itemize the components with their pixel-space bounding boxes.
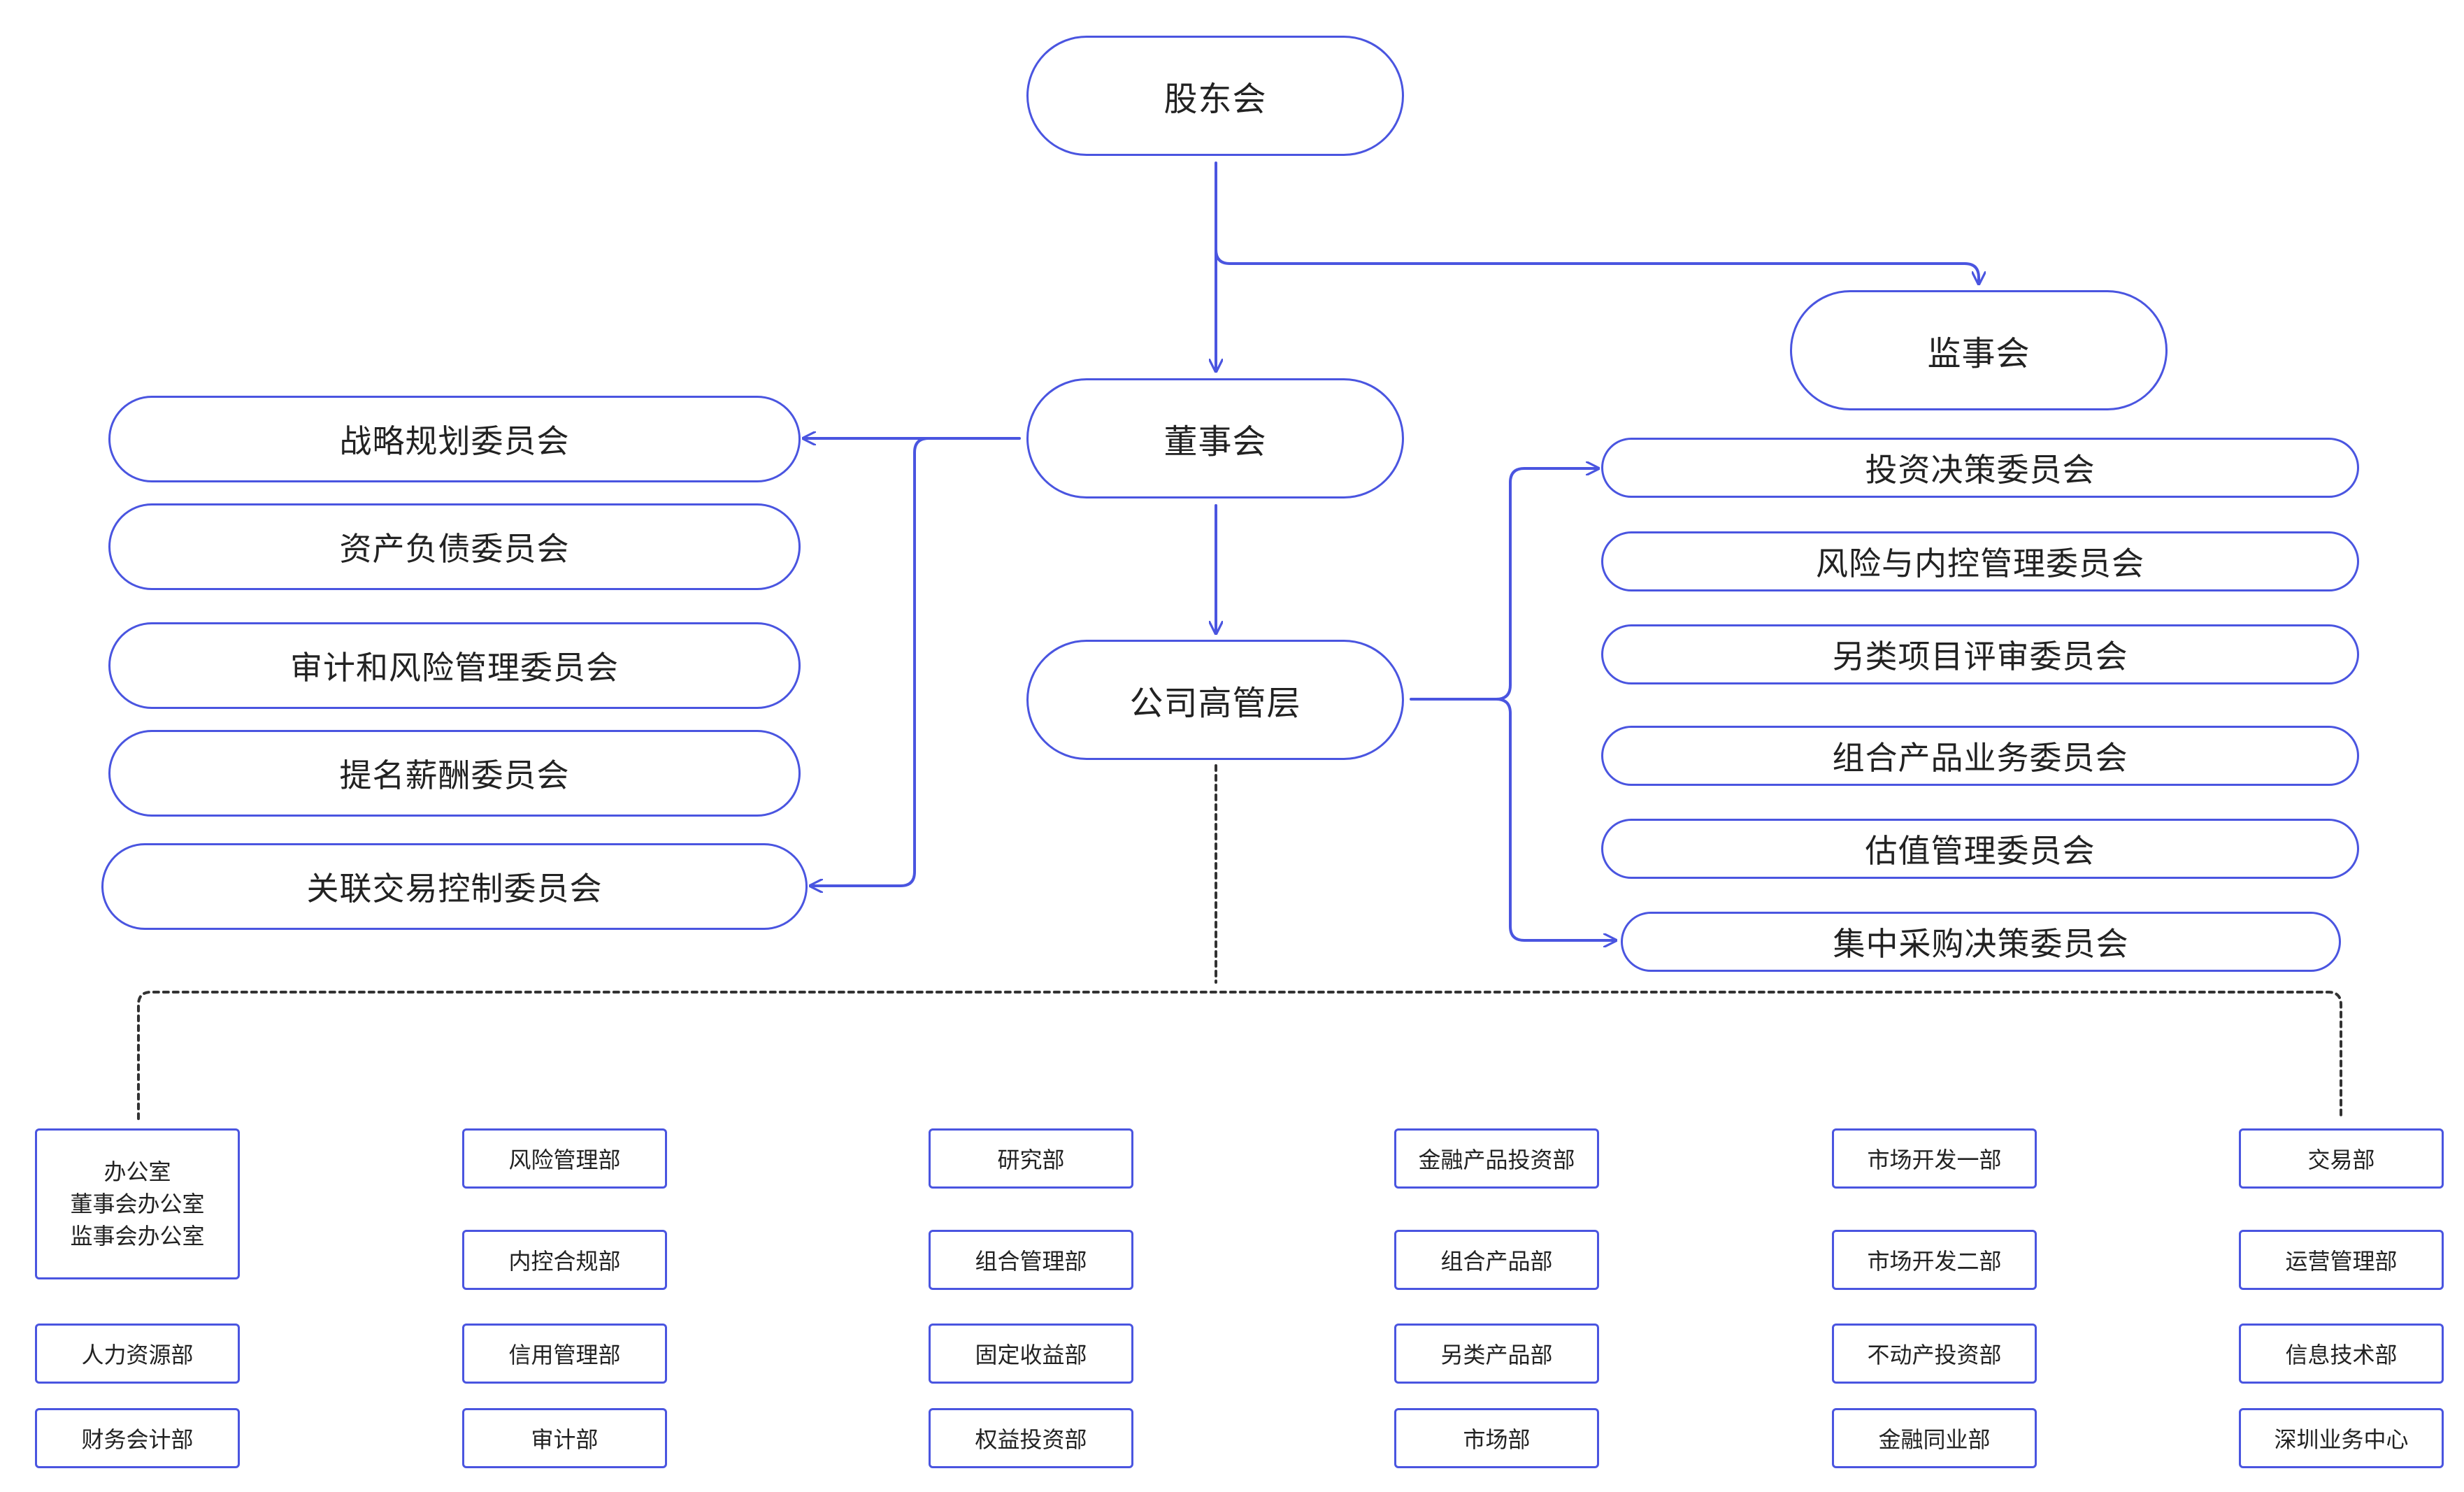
dept-compliance: 内控合规部 [462,1230,667,1290]
mgmt-committee-portfolio-business: 组合产品业务委员会 [1601,726,2359,786]
dept-operations: 运营管理部 [2239,1230,2444,1290]
dept-market-dev-1: 市场开发一部 [1832,1128,2037,1189]
dept-alternative-products: 另类产品部 [1394,1324,1599,1384]
dept-risk: 风险管理部 [462,1128,667,1189]
dept-office: 办公室 董事会办公室 监事会办公室 [35,1128,240,1279]
dept-market: 市场部 [1394,1408,1599,1468]
dept-portfolio-mgmt: 组合管理部 [929,1230,1133,1290]
dept-office-line-2: 董事会办公室 [70,1191,205,1217]
dept-trading: 交易部 [2239,1128,2444,1189]
management-node: 公司高管层 [1026,640,1404,760]
dept-shenzhen-center: 深圳业务中心 [2239,1408,2444,1468]
mgmt-committee-valuation: 估值管理委员会 [1601,819,2359,879]
dept-credit: 信用管理部 [462,1324,667,1384]
dept-audit: 审计部 [462,1408,667,1468]
mgmt-committee-alternative-review: 另类项目评审委员会 [1601,624,2359,684]
dept-it: 信息技术部 [2239,1324,2444,1384]
dept-office-line-1: 办公室 [103,1159,171,1185]
dept-portfolio-products: 组合产品部 [1394,1230,1599,1290]
board-committee-related-transactions: 关联交易控制委员会 [101,843,808,930]
dept-real-estate: 不动产投资部 [1832,1324,2037,1384]
mgmt-committee-procurement: 集中采购决策委员会 [1621,912,2341,972]
dept-financial-products: 金融产品投资部 [1394,1128,1599,1189]
dept-office-line-3: 监事会办公室 [70,1223,205,1249]
link-shareholders-supervisors [1215,248,1979,283]
dept-market-dev-2: 市场开发二部 [1832,1230,2037,1290]
link-departments-bus [137,991,2342,1120]
dept-interbank: 金融同业部 [1832,1408,2037,1468]
board-committee-audit-risk: 审计和风险管理委员会 [108,622,801,709]
board-committee-asset-liability: 资产负债委员会 [108,503,801,590]
mgmt-committee-investment: 投资决策委员会 [1601,438,2359,498]
shareholders-node: 股东会 [1026,36,1404,156]
dept-research: 研究部 [929,1128,1133,1189]
board-node: 董事会 [1026,378,1404,498]
board-committee-strategy: 战略规划委员会 [108,396,801,482]
dept-finance: 财务会计部 [35,1408,240,1468]
dept-equity: 权益投资部 [929,1408,1133,1468]
link-mgmt-committees-bus [1495,698,1615,940]
board-committee-nomination-pay: 提名薪酬委员会 [108,730,801,817]
link-mgmt-committees-stub [1410,468,1598,701]
link-board-committees-bus [811,437,930,886]
supervisors-node: 监事会 [1790,290,2168,410]
mgmt-committee-risk-control: 风险与内控管理委员会 [1601,531,2359,591]
dept-hr: 人力资源部 [35,1324,240,1384]
dept-fixed-income: 固定收益部 [929,1324,1133,1384]
